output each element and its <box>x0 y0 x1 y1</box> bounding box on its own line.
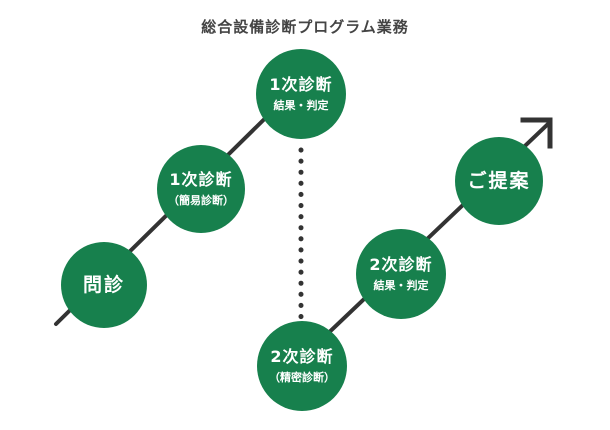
node-secondary-result: 2次診断 結果・判定 <box>356 229 446 319</box>
node-primary-simple-label: 1次診断 <box>169 170 233 189</box>
node-secondary-result-sub: 結果・判定 <box>373 279 429 292</box>
node-secondary-result-label: 2次診断 <box>369 255 433 274</box>
node-primary-result-sub: 結果・判定 <box>273 99 329 112</box>
node-secondary-detail: 2次診断 （精密診断） <box>257 321 347 411</box>
node-proposal: ご提案 <box>455 137 543 225</box>
node-secondary-detail-label: 2次診断 <box>270 347 334 366</box>
node-monshin: 問診 <box>61 242 147 328</box>
node-primary-result: 1次診断 結果・判定 <box>256 49 346 139</box>
diagram-title: 総合設備診断プログラム業務 <box>201 18 409 36</box>
node-primary-result-label: 1次診断 <box>269 75 333 94</box>
node-primary-simple-sub: （簡易診断） <box>168 194 234 207</box>
node-monshin-label: 問診 <box>82 274 125 296</box>
arrow-head-icon <box>520 117 553 149</box>
node-primary-simple: 1次診断 （簡易診断） <box>157 145 245 233</box>
node-secondary-detail-sub: （精密診断） <box>269 371 335 384</box>
node-proposal-label: ご提案 <box>467 170 531 192</box>
